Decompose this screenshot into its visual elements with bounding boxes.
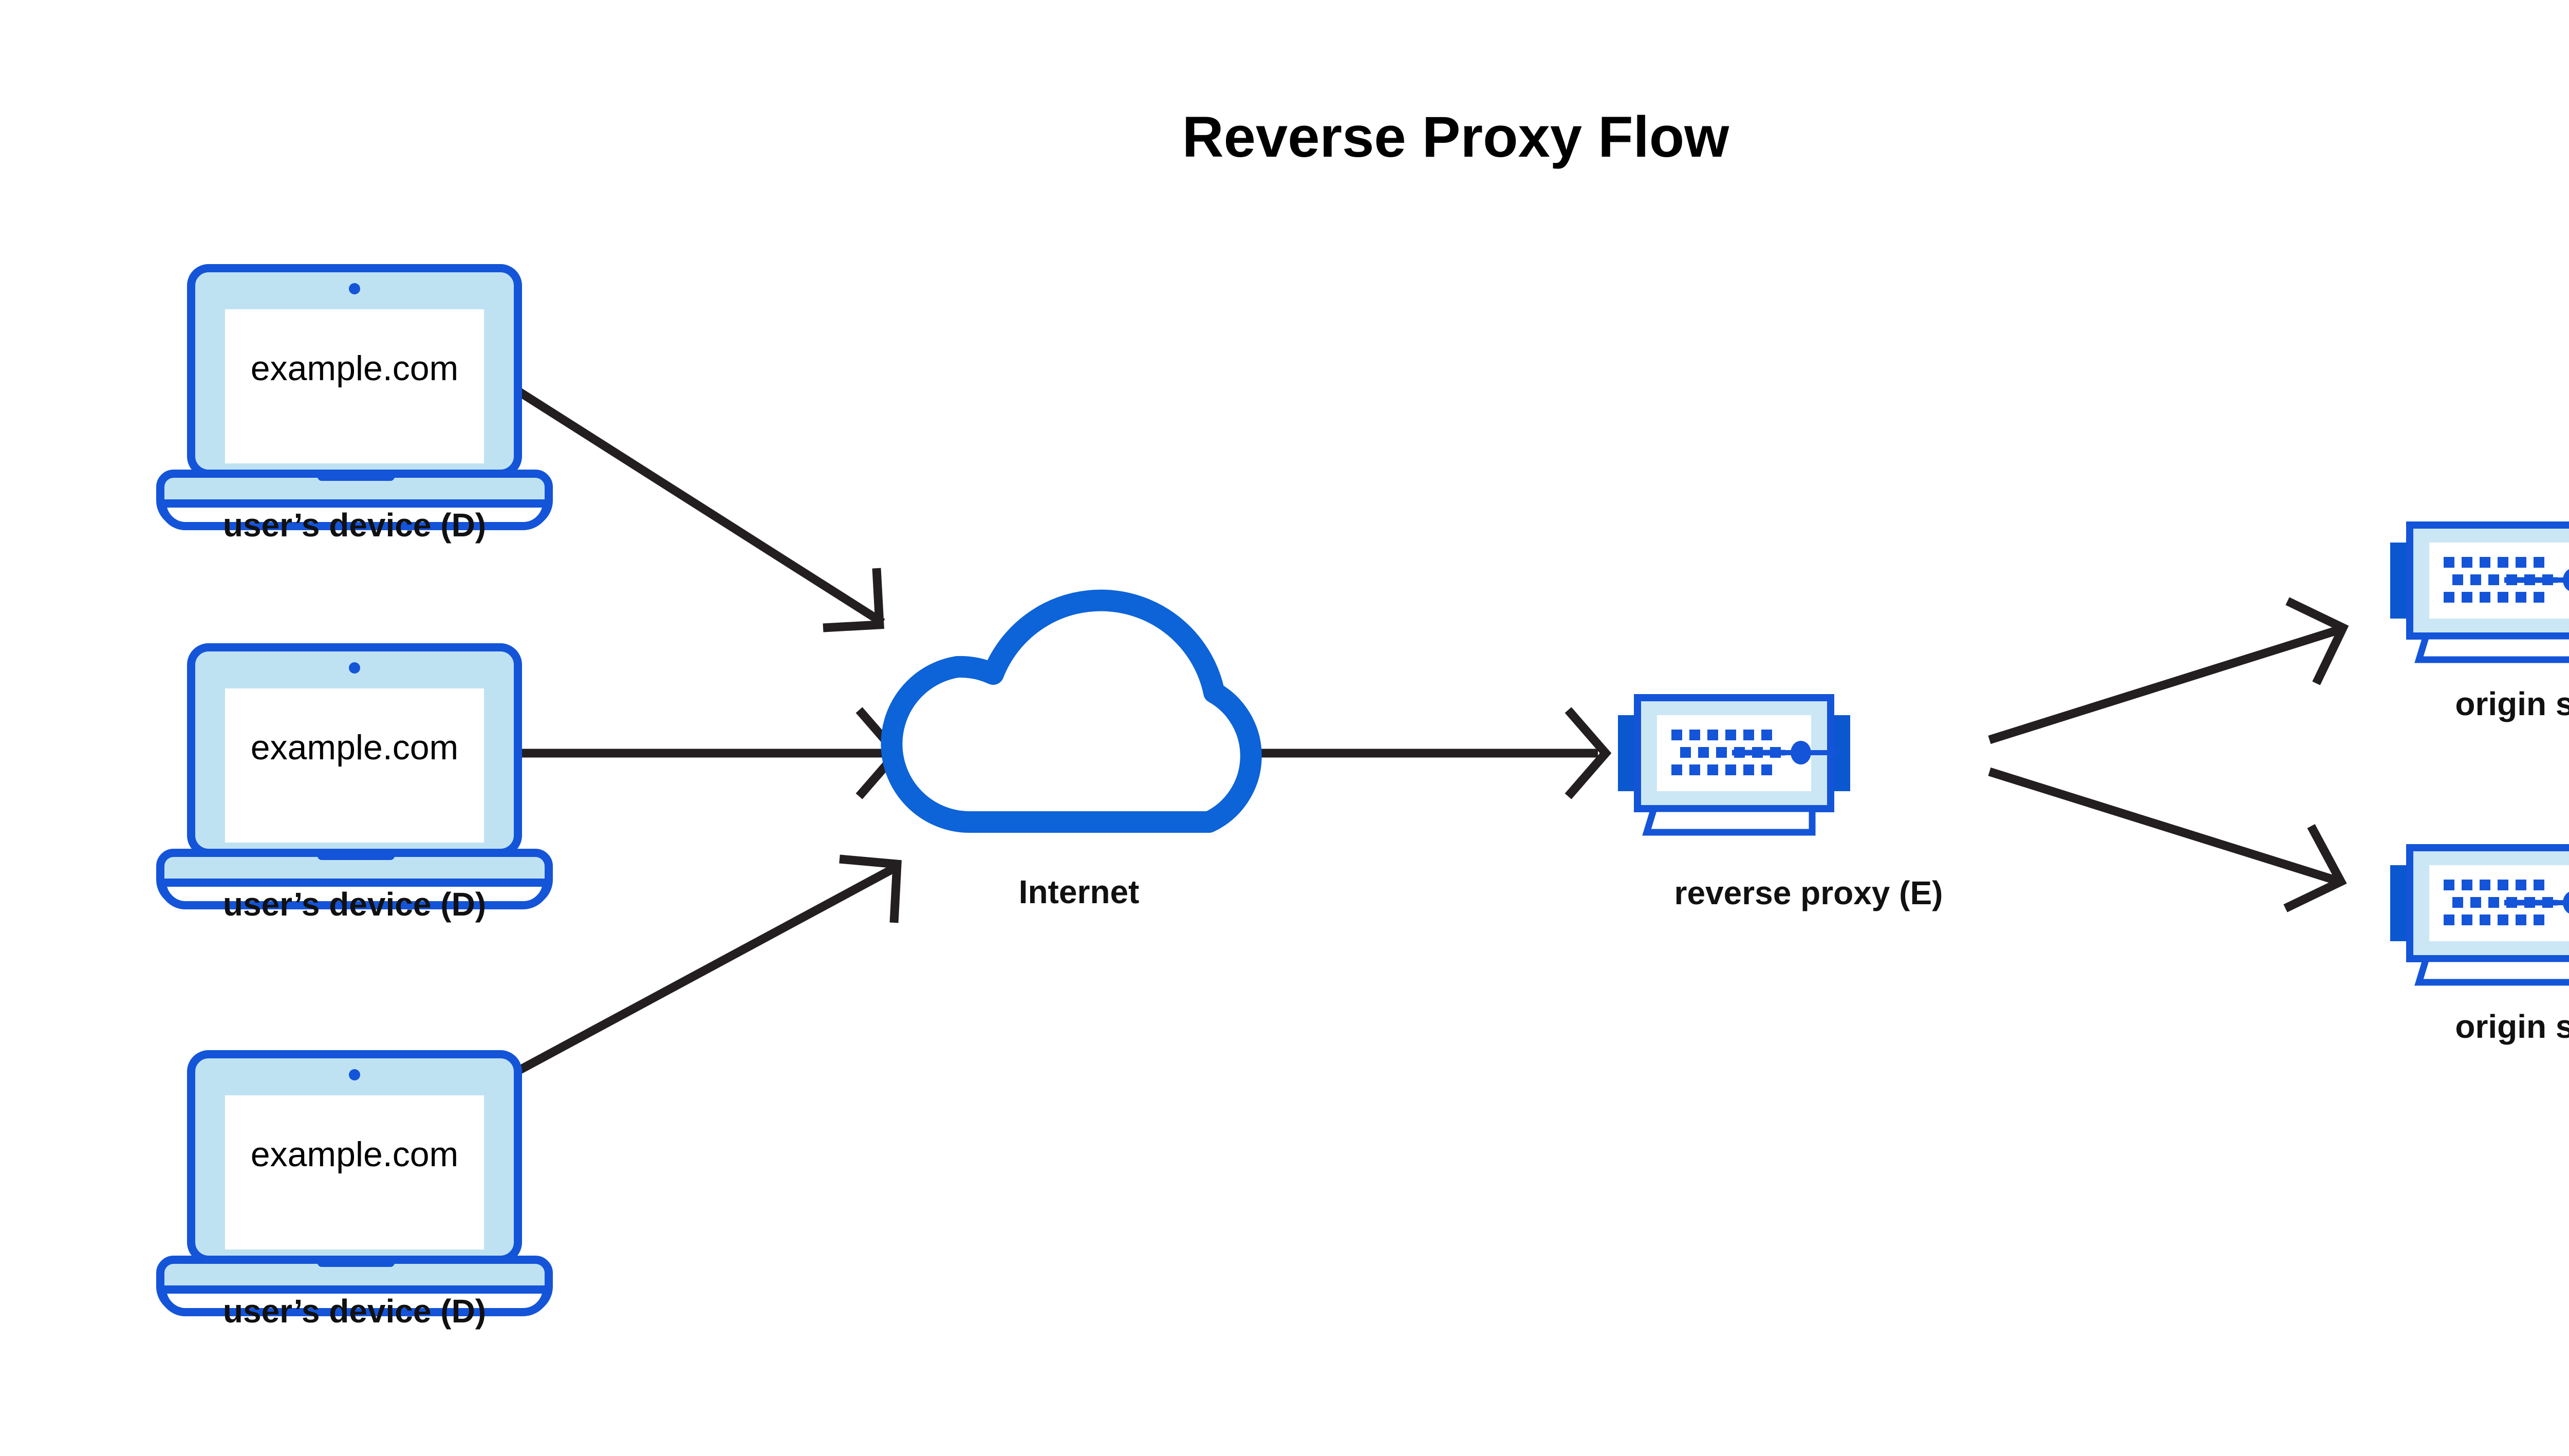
origin-server-bottom-label: origin server (F) [2455,1008,2569,1045]
edge-proxy-to-origin-bottom [1988,767,2347,912]
internet-cloud[interactable]: Internet [881,589,1262,910]
client-device-bottom-label: user’s device (D) [223,1293,486,1330]
origin-server-top[interactable]: origin server (F) [2390,525,2569,722]
edge-proxy-to-origin-top [1988,597,2349,744]
client-device-top[interactable]: example.com user’s device (D) [160,268,549,544]
laptop-icon [160,1054,549,1312]
edge-cloud-to-proxy [1224,707,1612,799]
laptop-icon [160,647,549,905]
browser-address-text: example.com [251,349,458,388]
page-title: Reverse Proxy Flow [1182,105,1729,169]
browser-address-text: example.com [251,1135,458,1174]
client-device-top-label: user’s device (D) [223,507,486,544]
laptop-icon [160,268,549,526]
server-icon [2390,525,2569,660]
edge-client-bottom-to-cloud [495,854,902,1086]
reverse-proxy-label: reverse proxy (E) [1674,874,1943,911]
browser-address-text: example.com [251,728,458,767]
internet-cloud-label: Internet [1019,873,1140,910]
origin-server-top-label: origin server (F) [2455,685,2569,722]
reverse-proxy[interactable]: reverse proxy (E) [1618,698,1943,911]
client-device-bottom[interactable]: example.com user’s device (D) [160,1054,549,1330]
client-device-middle-label: user’s device (D) [223,886,486,923]
edge-client-top-to-cloud [498,376,885,632]
server-icon [1618,698,1850,832]
origin-server-bottom[interactable]: origin server (F) [2390,848,2569,1045]
edge-client-middle-to-cloud [497,707,903,799]
client-device-middle[interactable]: example.com user’s device (D) [160,647,549,923]
server-icon [2390,848,2569,982]
cloud-icon [881,589,1262,833]
